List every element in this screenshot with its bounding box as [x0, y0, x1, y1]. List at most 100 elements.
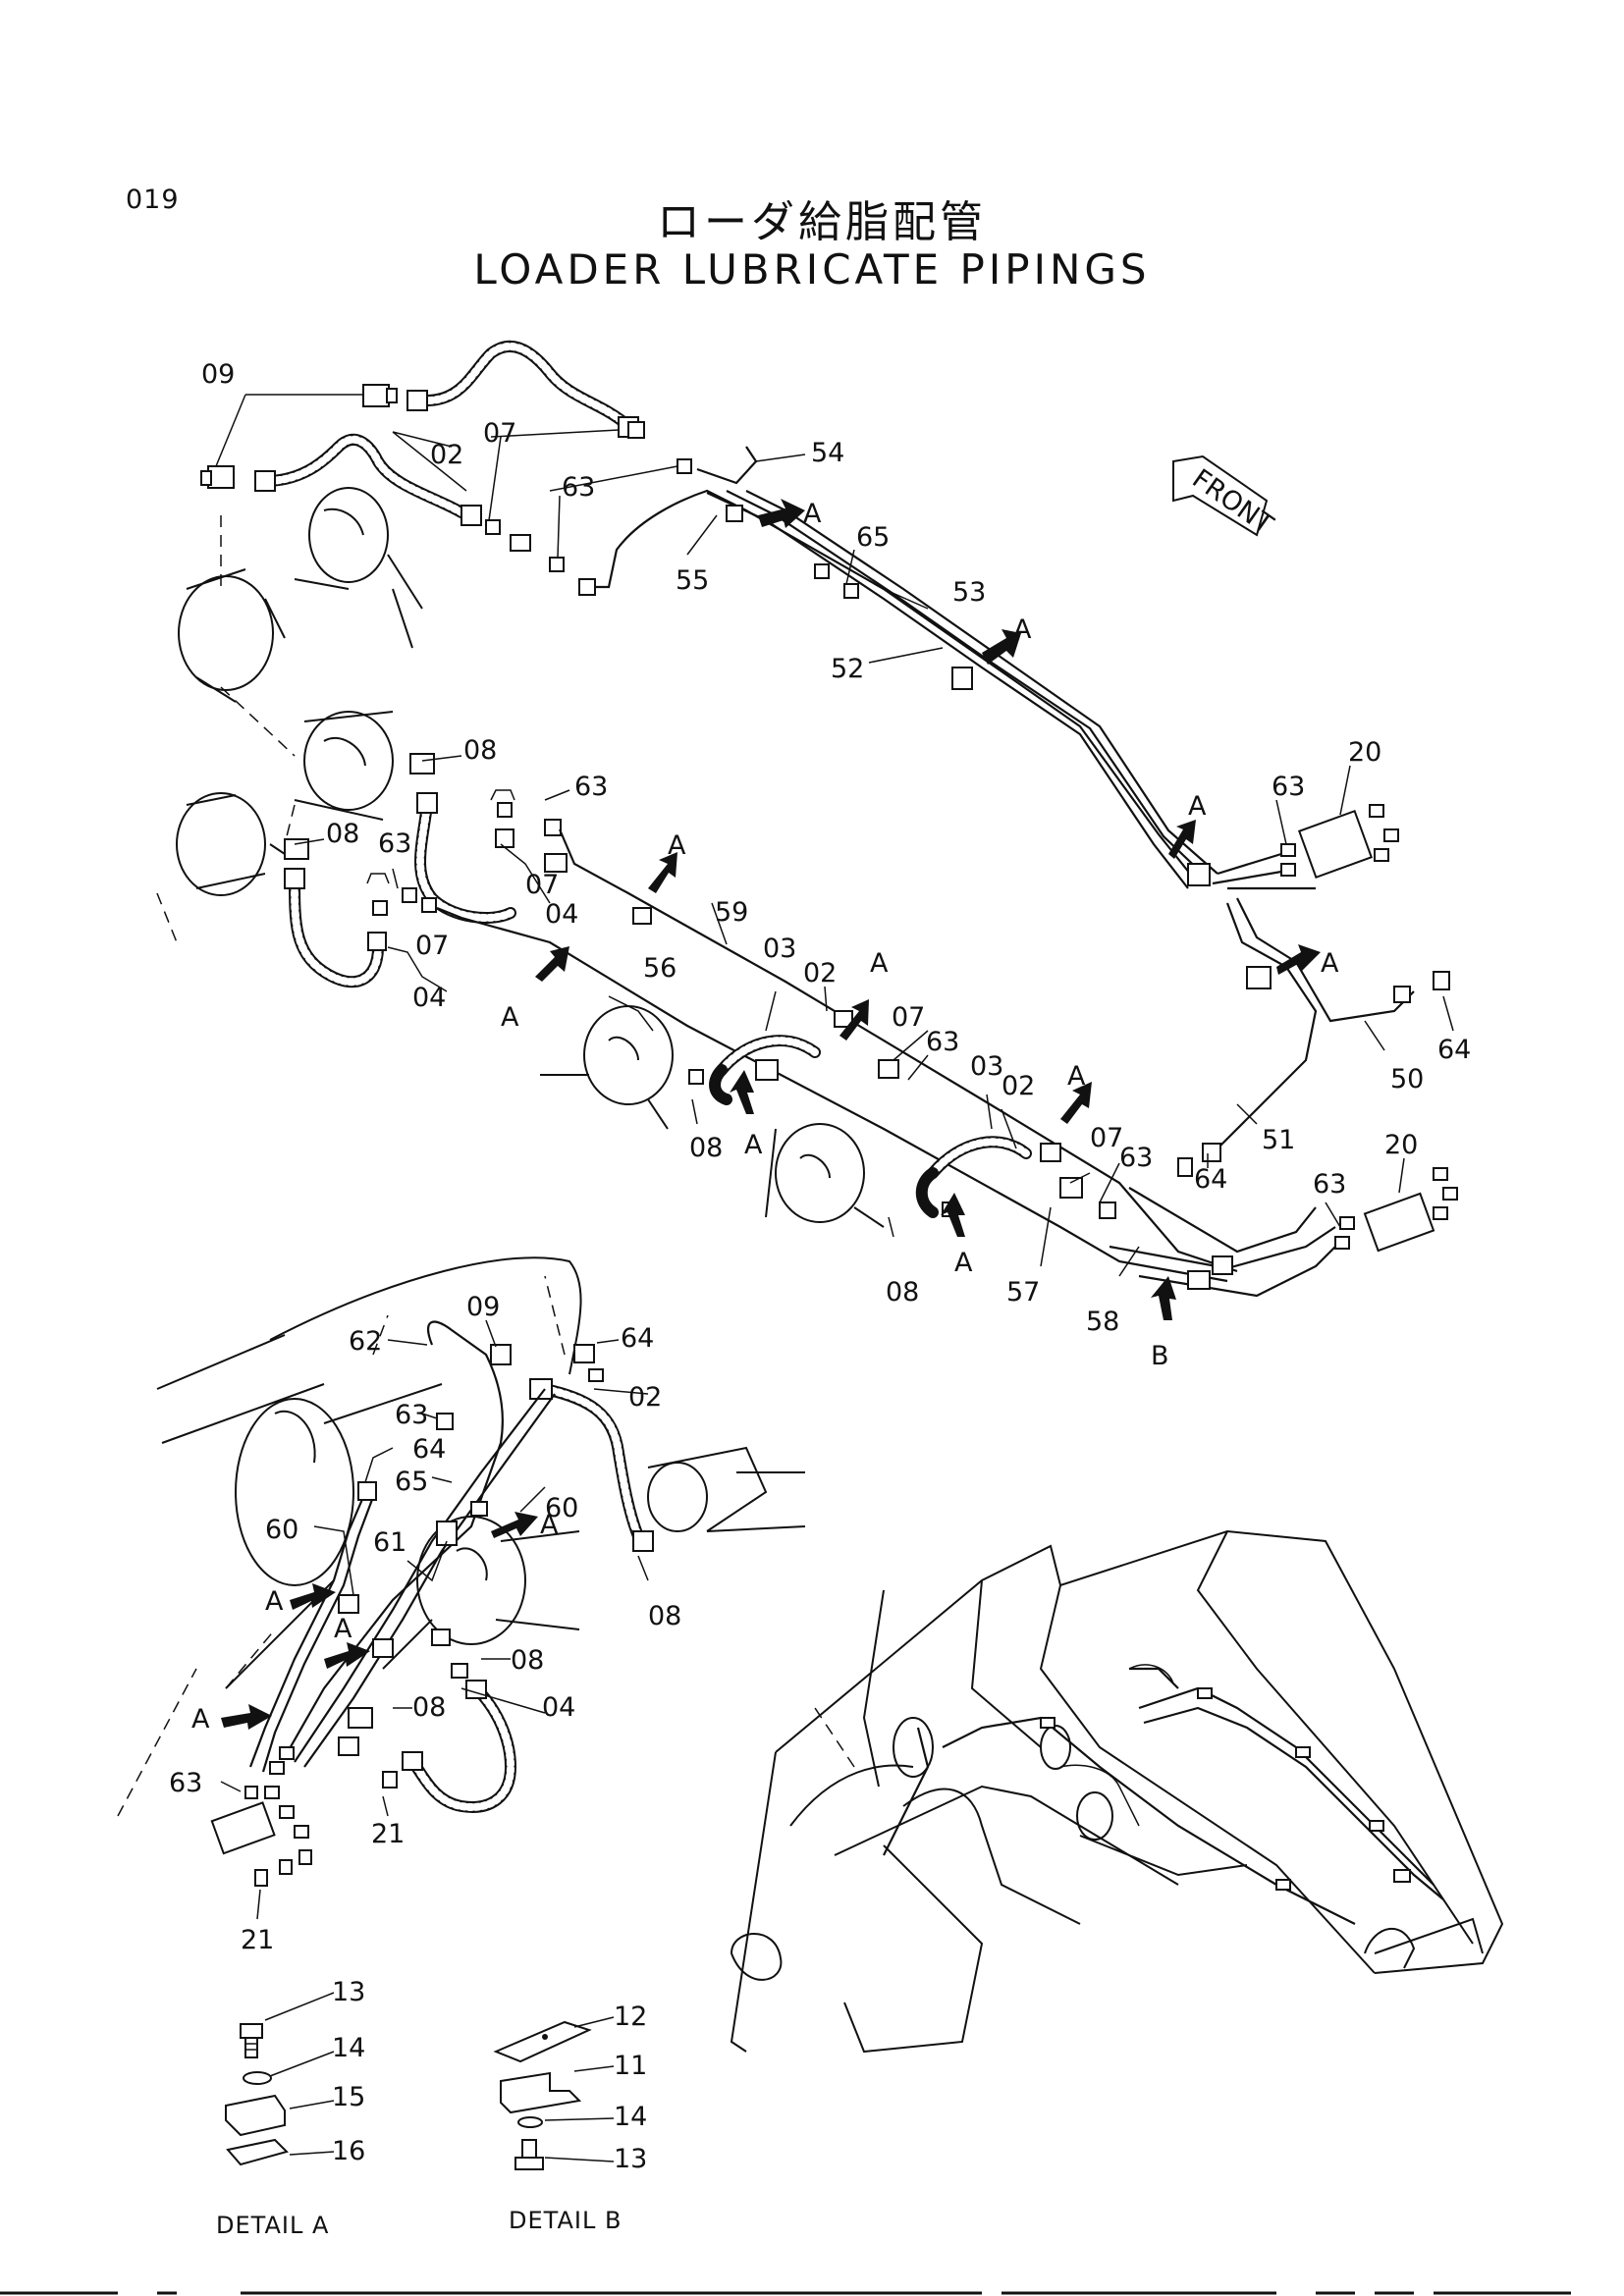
label-02-top: 02	[430, 440, 463, 470]
label-A-mid-g: A	[1188, 791, 1207, 822]
label-63-e: 63	[1272, 772, 1305, 802]
detail-a: 13 14 15 16 DETAIL A	[216, 1977, 365, 2239]
pin-boss-top	[178, 487, 423, 757]
arrow-markers-top	[758, 499, 1021, 665]
label-B: B	[1151, 1341, 1169, 1371]
top-assembly: FRONT 09 02 07 63 54 A 55 65 53 A 52	[178, 340, 1278, 889]
label-64-a: 64	[1437, 1035, 1471, 1065]
page-title-japanese: ローダ給脂配管	[657, 197, 987, 247]
label-A-lower-c: A	[334, 1614, 352, 1644]
label-51: 51	[1262, 1125, 1295, 1155]
hoses-lower	[402, 1378, 654, 1813]
distributor-block-20-lower	[1334, 1167, 1458, 1253]
detail-a-clamp	[225, 2094, 286, 2137]
label-61: 61	[373, 1527, 406, 1558]
label-21-b: 21	[241, 1925, 274, 1955]
label-08-a: 08	[463, 735, 497, 766]
label-02-a: 02	[803, 958, 837, 988]
label-A-mid-e: A	[744, 1130, 763, 1160]
label-08-lower-a: 08	[648, 1601, 681, 1631]
label-63-lower-a: 63	[395, 1400, 428, 1430]
label-60-a: 60	[265, 1515, 298, 1545]
label-A-lower-b: A	[265, 1586, 284, 1617]
page-number: 019	[126, 185, 180, 215]
detail-a-bolt	[240, 2023, 263, 2058]
label-A-lower-d: A	[191, 1704, 210, 1735]
label-09-lower: 09	[466, 1292, 500, 1322]
label-60-b: 60	[545, 1493, 578, 1523]
leader-lines-top	[215, 394, 944, 664]
label-52: 52	[831, 654, 864, 684]
label-58: 58	[1086, 1307, 1119, 1337]
label-62: 62	[349, 1326, 382, 1357]
label-A-mid-c: A	[870, 948, 889, 979]
label-64-lower-b: 64	[412, 1434, 446, 1465]
label-21-a: 21	[371, 1819, 405, 1849]
label-07-a: 07	[525, 870, 559, 900]
label-14-a: 14	[332, 2033, 365, 2063]
front-direction-arrow: FRONT	[1172, 454, 1278, 541]
label-07-d: 07	[1090, 1123, 1123, 1153]
label-08-lower-b: 08	[511, 1645, 544, 1676]
label-53: 53	[952, 577, 986, 608]
label-65-lower: 65	[395, 1467, 428, 1497]
leader-lines-middle	[294, 755, 1454, 1277]
label-A-mid-a: A	[668, 830, 686, 861]
label-65-top: 65	[856, 522, 890, 553]
label-08-b: 08	[326, 819, 359, 849]
arrow-markers-lower	[221, 1512, 538, 1730]
label-09-top: 09	[201, 359, 235, 390]
label-54: 54	[811, 438, 844, 468]
label-59: 59	[715, 897, 748, 928]
label-A-top-1: A	[803, 499, 822, 529]
label-15-a: 15	[332, 2082, 365, 2112]
label-13-a: 13	[332, 1977, 365, 2007]
label-13-b: 13	[614, 2144, 647, 2174]
elbow-fitting-09	[200, 384, 398, 489]
label-20-a: 20	[1348, 737, 1381, 768]
label-57: 57	[1006, 1277, 1040, 1308]
detail-b-bracket	[500, 2071, 582, 2114]
lower-left-assembly: 09 62 64 02 63 64 65 60 60 A 61 A 08 A 0…	[117, 1256, 806, 1955]
label-04-b: 04	[412, 983, 446, 1013]
label-07-b: 07	[415, 931, 449, 961]
detail-b: 12 11 14 13 DETAIL B	[493, 2002, 647, 2234]
detail-a-caption: DETAIL A	[216, 2212, 329, 2239]
label-07-top: 07	[483, 418, 516, 449]
label-11-b: 11	[614, 2051, 647, 2081]
boom-outline-lower	[117, 1256, 806, 1817]
loader-boom-overview	[730, 1529, 1504, 2054]
label-12-b: 12	[614, 2002, 647, 2032]
label-20-b: 20	[1384, 1130, 1418, 1160]
arrow-markers-middle	[535, 820, 1321, 1320]
coil-03	[709, 1035, 1032, 1218]
label-02-lower: 02	[628, 1382, 662, 1413]
label-03-b: 03	[970, 1051, 1003, 1082]
label-63-a: 63	[574, 772, 608, 802]
pin-boss-middle	[156, 711, 885, 1228]
label-56: 56	[643, 953, 677, 984]
distributor-lower-left	[210, 1746, 312, 1887]
middle-assembly: 08 08 63 63 07 04 07 04 A A 59 56 03 02 …	[156, 711, 1471, 1371]
label-50: 50	[1390, 1064, 1424, 1095]
label-07-c: 07	[892, 1002, 925, 1033]
label-63-d: 63	[1119, 1143, 1153, 1173]
fittings-07-63-top	[485, 421, 692, 596]
label-63-lower-b: 63	[169, 1768, 202, 1798]
label-A-lower-a: A	[540, 1510, 559, 1540]
detail-b-caption: DETAIL B	[509, 2207, 622, 2234]
distributor-block-20-upper	[1212, 804, 1399, 890]
label-A-mid-b: A	[501, 1002, 519, 1033]
label-63-c: 63	[926, 1027, 959, 1057]
label-64-b: 64	[1194, 1164, 1227, 1195]
label-16-a: 16	[332, 2136, 365, 2166]
label-04-lower: 04	[542, 1692, 575, 1723]
label-A-mid-h: A	[1321, 948, 1339, 979]
label-63-top: 63	[562, 472, 595, 503]
label-A-top-2: A	[1013, 614, 1032, 645]
label-03-a: 03	[763, 934, 796, 964]
hose-02-upper	[254, 340, 639, 526]
clips-middle	[544, 853, 1272, 1290]
label-08-lower-c: 08	[412, 1692, 446, 1723]
